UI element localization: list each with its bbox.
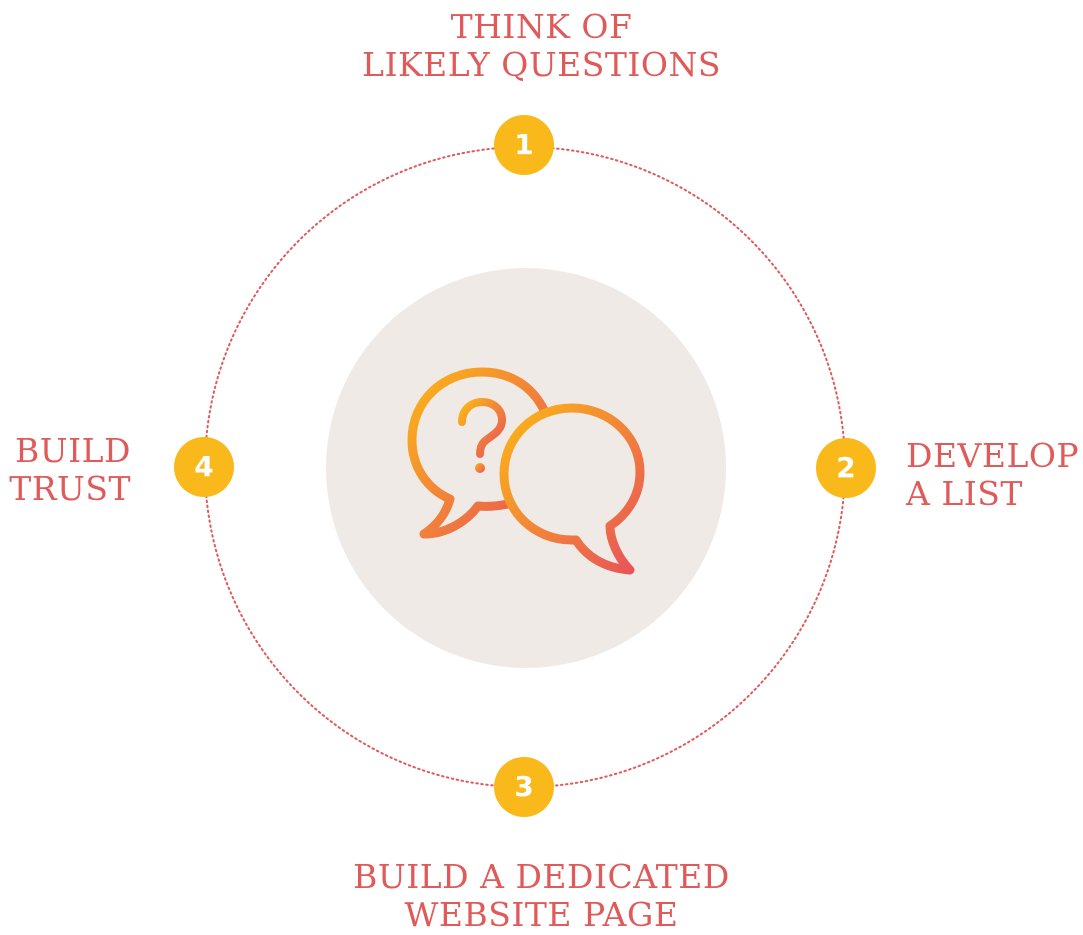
step-4-label-line1: BUILD <box>15 431 131 470</box>
step-1-label-line2: LIKELY QUESTIONS <box>362 45 721 84</box>
step-2-label-line1: DEVELOP <box>906 436 1080 475</box>
chat-question-bubbles-icon <box>407 367 645 575</box>
step-3-label-line2: WEBSITE PAGE <box>404 895 679 934</box>
step-4-badge: 4 <box>174 437 234 497</box>
step-2-badge: 2 <box>816 438 876 498</box>
step-2-label: DEVELOP A LIST <box>906 437 1079 513</box>
step-3-badge: 3 <box>494 757 554 817</box>
step-1-label-line1: THINK OF <box>450 7 633 46</box>
step-3-label-line1: BUILD A DEDICATED <box>353 857 730 896</box>
step-4-label: BUILD TRUST <box>0 432 131 508</box>
step-4-label-line2: TRUST <box>9 469 131 508</box>
center-disc <box>326 268 726 668</box>
step-3-label: BUILD A DEDICATED WEBSITE PAGE <box>0 858 1083 934</box>
step-2-label-line2: A LIST <box>906 474 1023 513</box>
step-1-badge: 1 <box>494 115 554 175</box>
step-1-label: THINK OF LIKELY QUESTIONS <box>0 8 1083 84</box>
